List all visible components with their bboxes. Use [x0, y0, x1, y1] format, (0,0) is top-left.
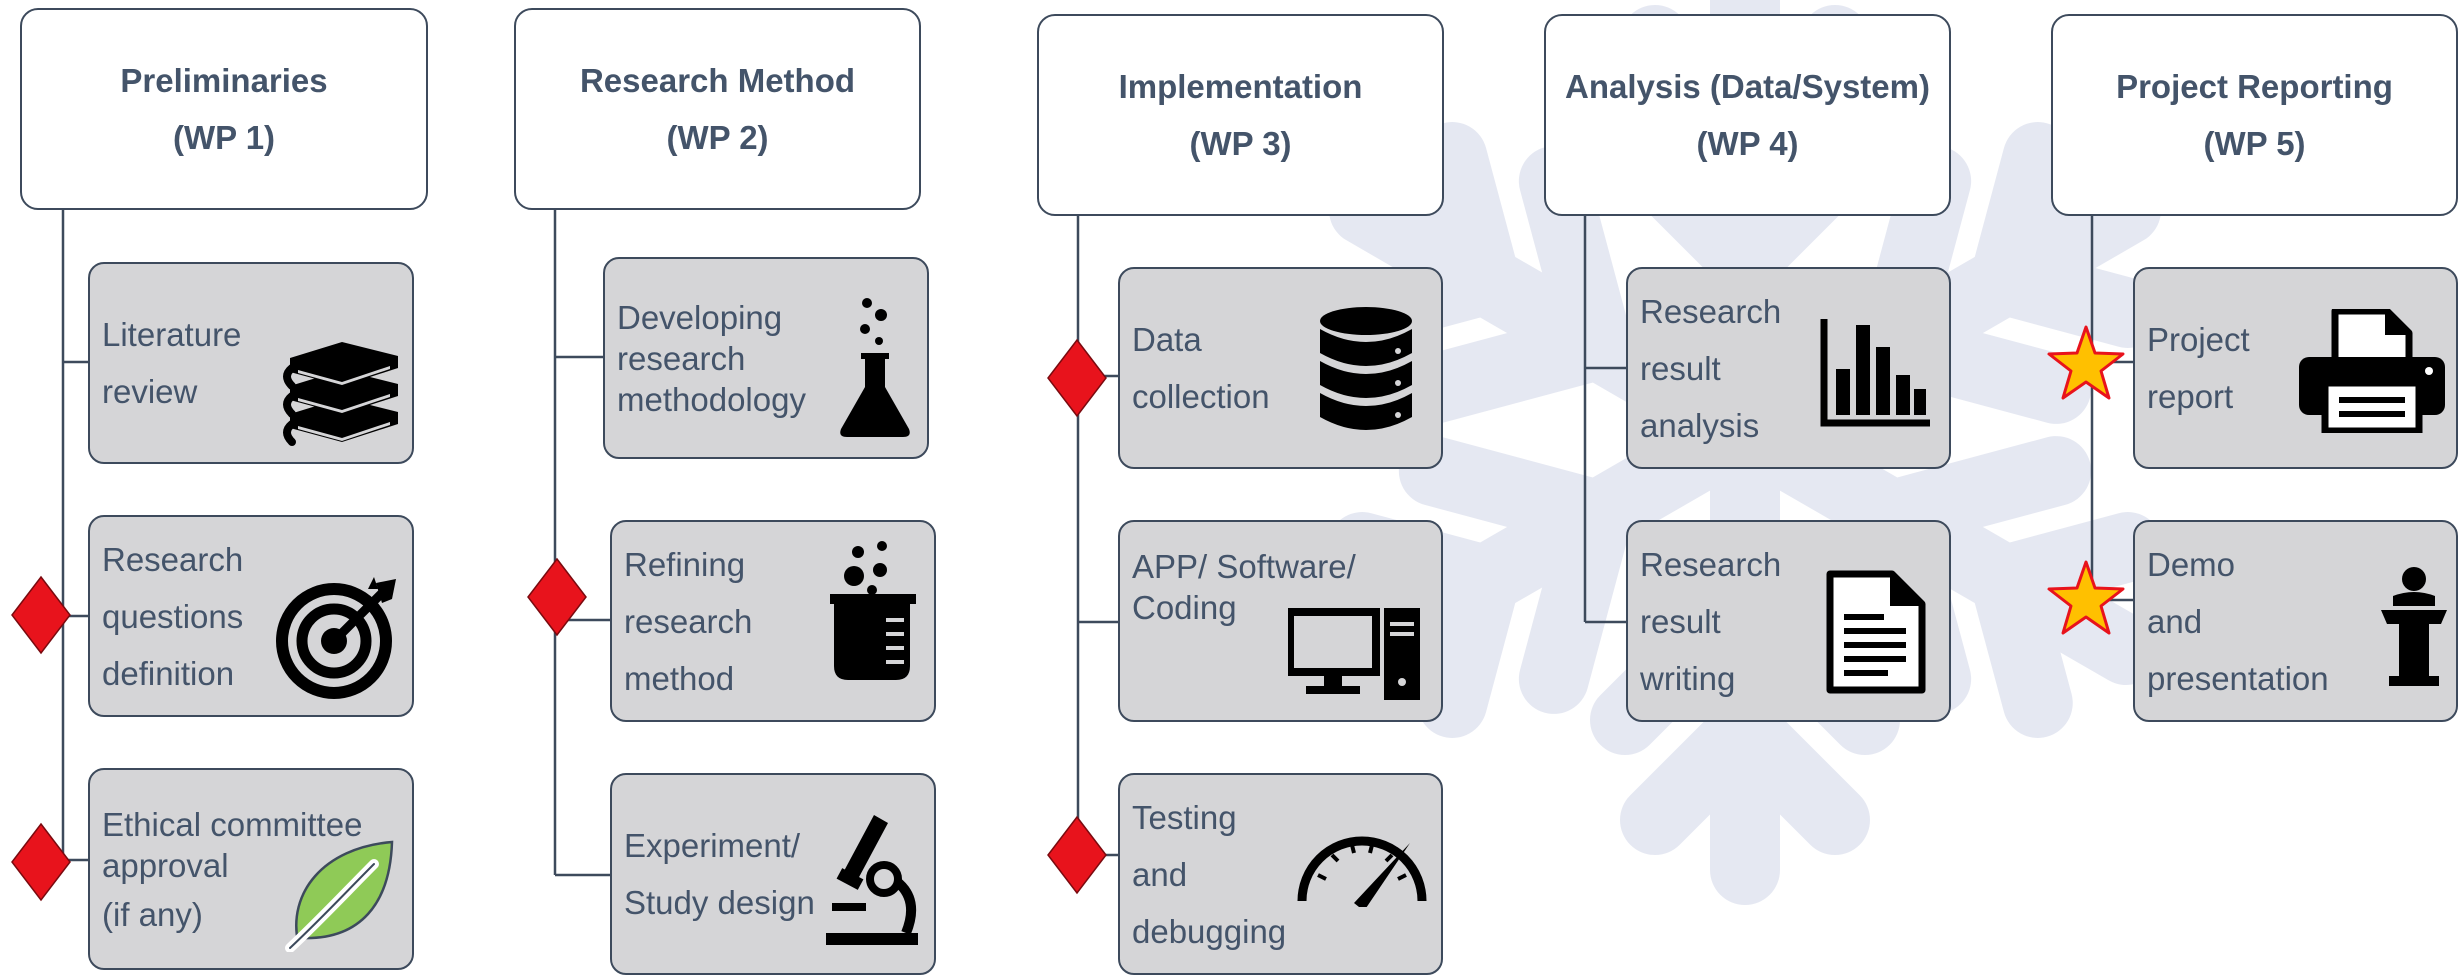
task-developing-methodology: Developing research methodology	[603, 257, 929, 459]
milestone-diamond	[11, 575, 71, 655]
task-label-line: presentation	[2147, 659, 2329, 697]
task-label-line: and	[1132, 855, 1188, 893]
task-project-report: Project report	[2133, 267, 2458, 469]
wp2-header: Research Method (WP 2)	[514, 8, 921, 210]
task-label: Refining research method	[624, 522, 752, 720]
flask-icon	[840, 298, 910, 437]
wp1-header: Preliminaries (WP 1)	[20, 8, 428, 210]
task-ethical-approval: Ethical committee approval (if any)	[88, 768, 414, 970]
task-label-line: debugging	[1132, 912, 1287, 950]
task-label-line: result	[1640, 349, 1721, 387]
wp4-code: (WP 4)	[1696, 125, 1799, 162]
task-label-line: Study design	[624, 884, 815, 921]
task-label-line: Developing	[617, 298, 783, 336]
task-data-collection: Data collection	[1118, 267, 1443, 469]
speedometer-icon	[1297, 836, 1427, 907]
task-research-questions: Research questions definition	[88, 515, 414, 717]
computer-icon	[1288, 608, 1420, 700]
task-label: Demo and presentation	[2147, 522, 2329, 720]
wp5-code: (WP 5)	[2203, 125, 2306, 162]
task-label-line: Project	[2147, 321, 2250, 358]
task-literature-review: Literature review	[88, 262, 414, 464]
task-label-line: Ethical committee	[102, 805, 363, 843]
database-icon	[1320, 307, 1412, 430]
podium-icon	[2381, 567, 2447, 686]
wp3-code: (WP 3)	[1189, 125, 1292, 162]
task-label: Project report	[2147, 269, 2250, 467]
task-testing-debugging: Testing and debugging	[1118, 773, 1443, 975]
deliverable-star	[2047, 325, 2125, 400]
wp2-title: Research Method	[579, 62, 856, 99]
milestone-diamond	[527, 557, 587, 637]
task-label-line: review	[102, 373, 198, 410]
task-label-line: analysis	[1640, 406, 1760, 444]
task-label-line: methodology	[617, 380, 806, 418]
milestone-diamond	[1047, 338, 1107, 418]
task-label-line: Refining	[624, 545, 746, 583]
task-experiment-design: Experiment/ Study design	[610, 773, 936, 975]
task-label: Data collection	[1132, 269, 1270, 467]
task-demo-presentation: Demo and presentation	[2133, 520, 2458, 722]
task-label-line: and	[2147, 602, 2203, 640]
task-label-line: writing	[1640, 659, 1736, 697]
task-label-line: research	[624, 602, 753, 640]
task-result-writing: Research result writing	[1626, 520, 1951, 722]
task-label-line: Literature	[102, 316, 242, 353]
task-label: Research result analysis	[1640, 269, 1781, 467]
bar-chart-icon	[1820, 319, 1930, 427]
deliverable-star	[2047, 560, 2125, 635]
printer-icon	[2299, 309, 2445, 433]
task-label-line: questions	[102, 597, 244, 635]
task-label-line: Data	[1132, 321, 1202, 358]
task-label-line: approval	[102, 846, 229, 884]
wp3-header: Implementation (WP 3)	[1037, 14, 1444, 216]
books-icon	[283, 342, 398, 446]
task-label: APP/ Software/ Coding	[1132, 522, 1356, 720]
wp1-title: Preliminaries	[120, 62, 328, 99]
beaker-icon	[830, 541, 916, 680]
task-label: Literature review	[102, 264, 241, 462]
wp4-title: Analysis (Data/System)	[1565, 68, 1930, 105]
task-label-line: Experiment/	[624, 827, 801, 864]
task-label: Research questions definition	[102, 517, 243, 715]
task-label-line: Coding	[1132, 589, 1237, 626]
task-label-line: result	[1640, 602, 1721, 640]
wp5-title: Project Reporting	[2116, 68, 2393, 105]
wp3-title: Implementation	[1118, 68, 1363, 105]
task-label: Ethical committee approval (if any)	[102, 770, 362, 968]
task-label-line: definition	[102, 654, 235, 692]
wp4-header: Analysis (Data/System) (WP 4)	[1544, 14, 1951, 216]
task-label-line: Research	[102, 540, 244, 578]
wp2-code: (WP 2)	[666, 119, 769, 156]
wp1-code: (WP 1)	[172, 119, 276, 156]
task-label-line: report	[2147, 378, 2234, 415]
task-label-line: method	[624, 659, 735, 697]
task-label-line: Research	[1640, 545, 1782, 583]
task-label: Research result writing	[1640, 522, 1781, 720]
document-icon	[1826, 570, 1926, 694]
task-refining-method: Refining research method	[610, 520, 936, 722]
task-label-line: Research	[1640, 292, 1782, 330]
target-icon	[276, 577, 396, 699]
microscope-icon	[826, 815, 918, 945]
task-label-line: collection	[1132, 378, 1270, 415]
task-result-analysis: Research result analysis	[1626, 267, 1951, 469]
task-label: Developing research methodology	[617, 259, 806, 457]
task-label-line: APP/ Software/	[1132, 548, 1356, 585]
milestone-diamond	[11, 822, 71, 902]
wp5-header: Project Reporting (WP 5)	[2051, 14, 2458, 216]
task-app-software-coding: APP/ Software/ Coding	[1118, 520, 1443, 722]
task-label-line: Testing	[1132, 798, 1237, 836]
leaf-icon	[285, 840, 394, 952]
task-label-line: (if any)	[102, 895, 203, 933]
task-label-line: research	[617, 339, 746, 377]
milestone-diamond	[1047, 815, 1107, 895]
task-label: Testing and debugging	[1132, 775, 1286, 973]
task-label: Experiment/ Study design	[624, 775, 815, 973]
task-label-line: Demo	[2147, 545, 2236, 583]
